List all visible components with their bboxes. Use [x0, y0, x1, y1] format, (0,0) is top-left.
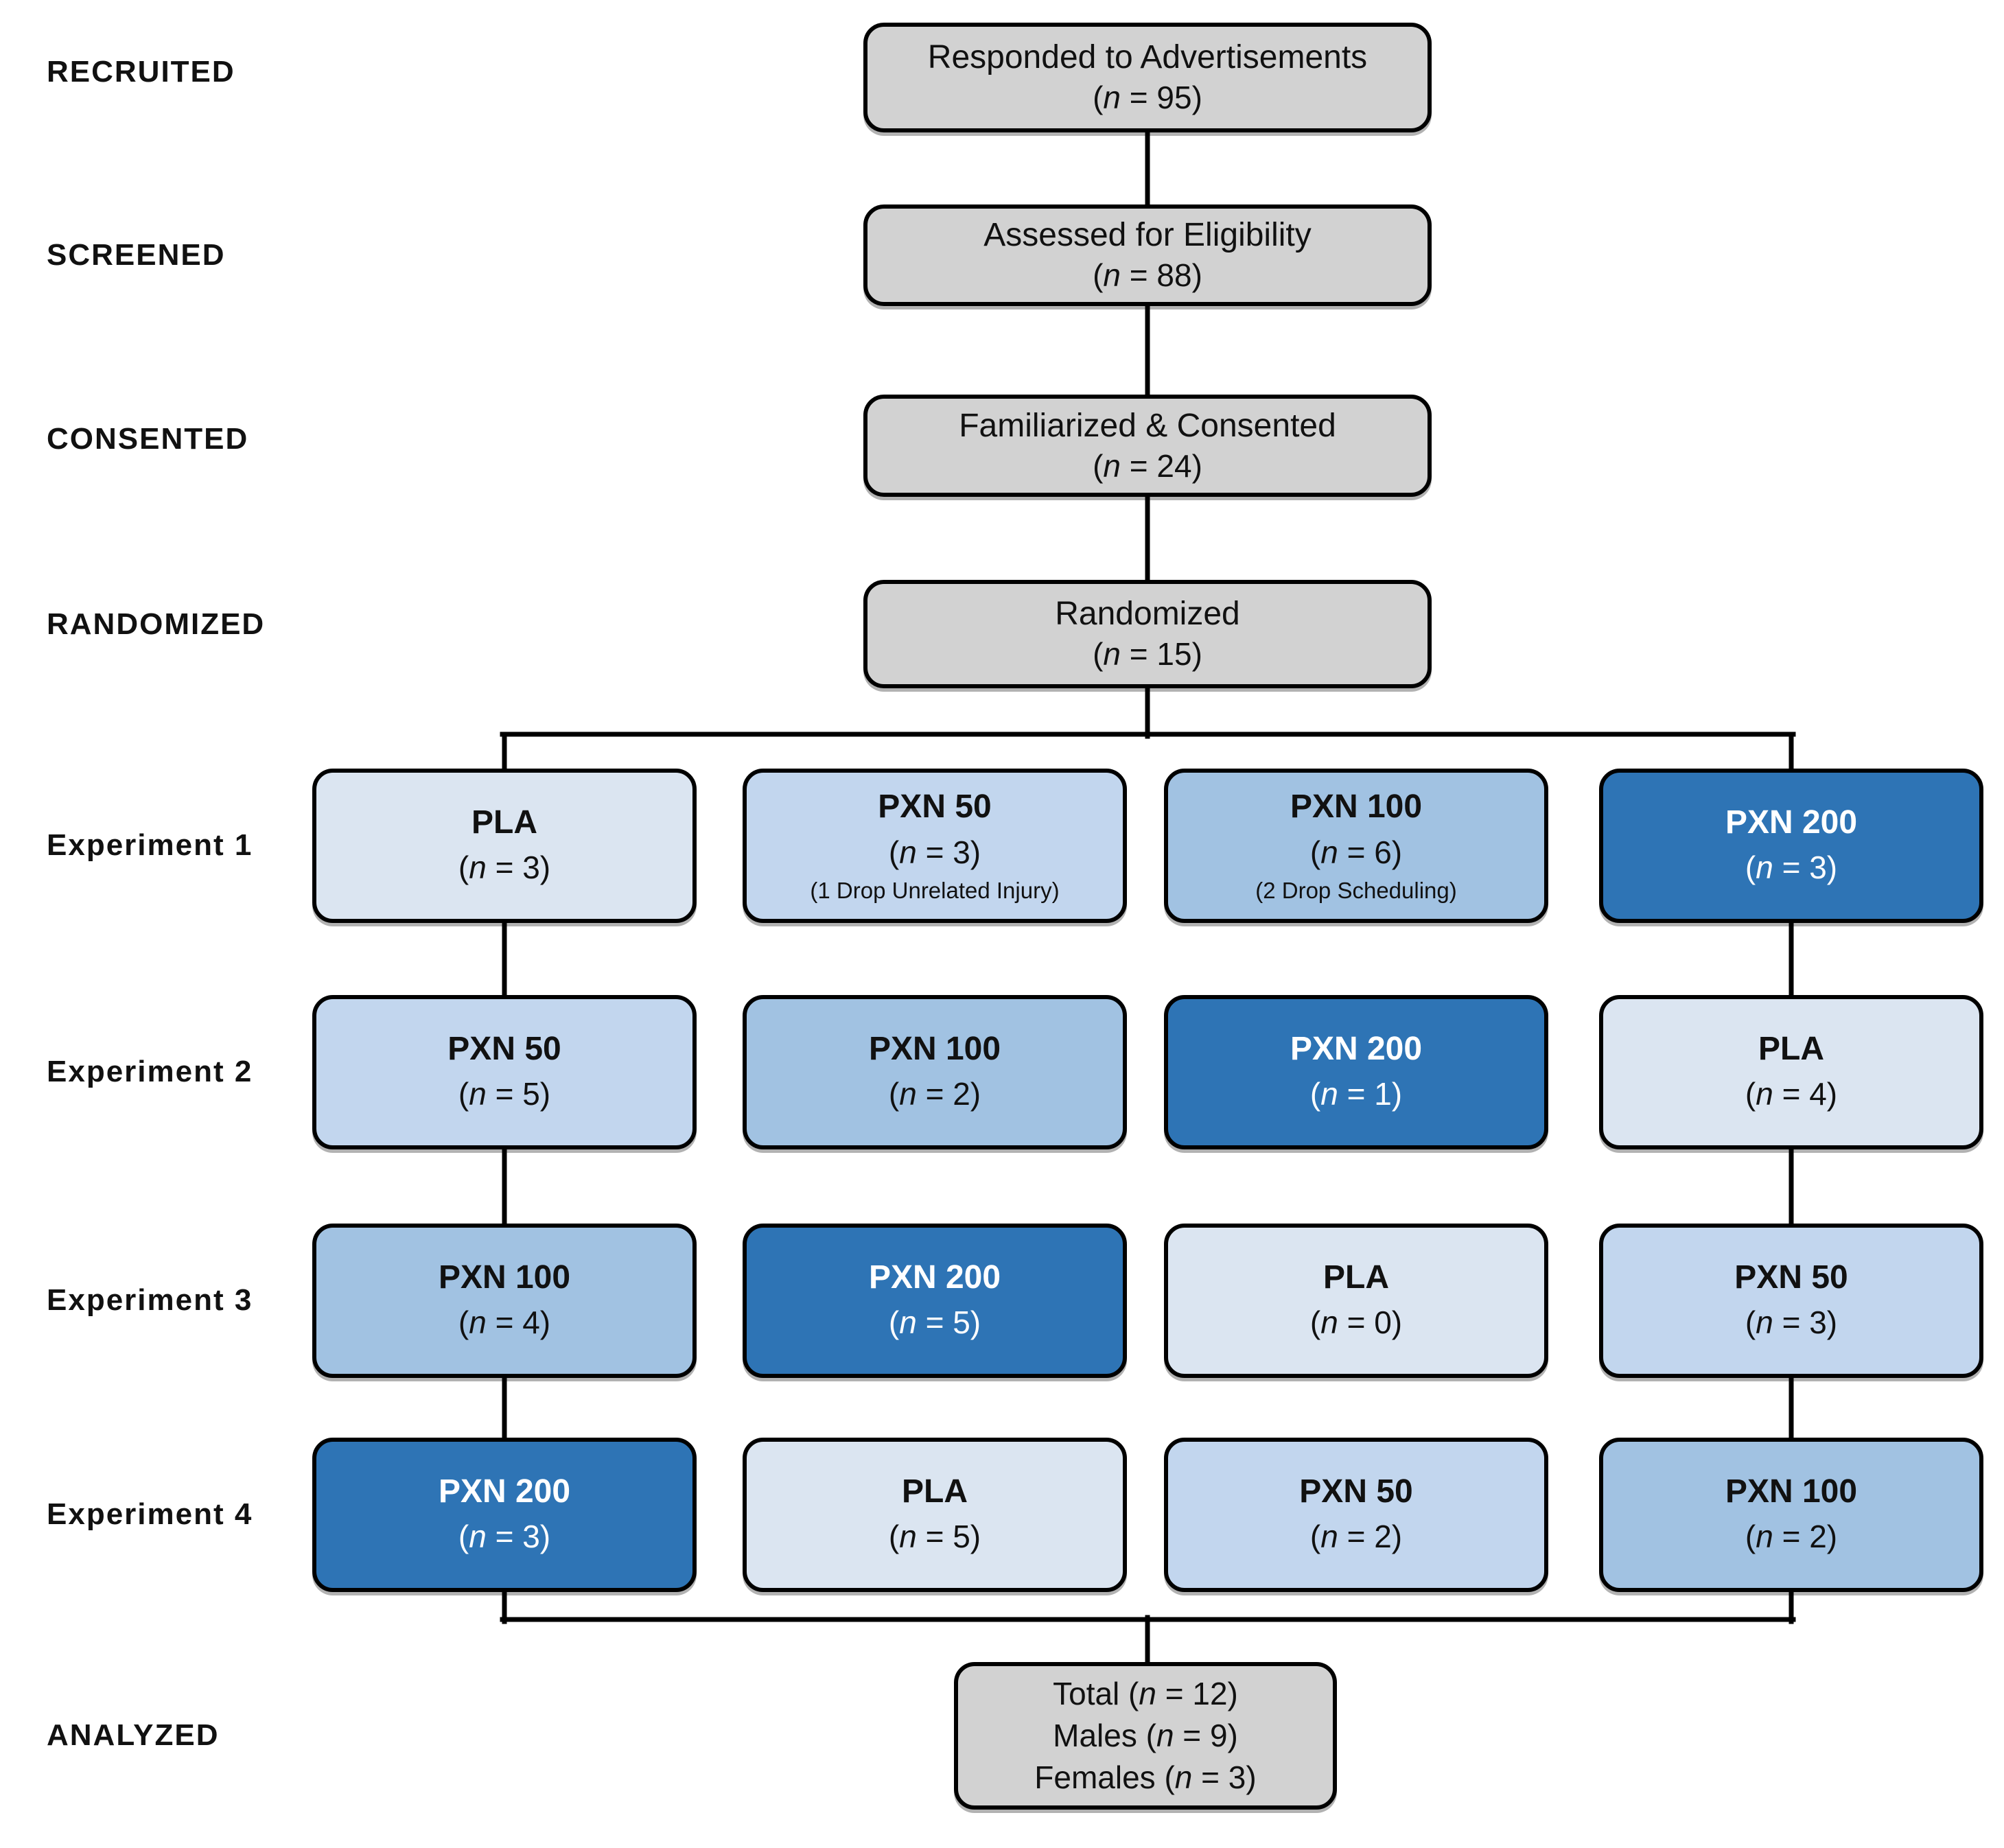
- box-n: (n = 5): [458, 1076, 551, 1112]
- recruited-title: Responded to Advertisements: [927, 39, 1368, 76]
- box-title: PLA: [1758, 1030, 1824, 1067]
- box-n: (n = 5): [888, 1519, 981, 1555]
- box-note: (1 Drop Unrelated Injury): [810, 878, 1060, 904]
- box-title: PXN 100: [1290, 788, 1423, 825]
- stage-label-experiment-3: Experiment 3: [47, 1283, 253, 1317]
- box-title: PXN 50: [878, 788, 992, 825]
- box-n: (n = 4): [458, 1305, 551, 1341]
- consented-n: (n = 24): [1093, 447, 1202, 484]
- randomized-title: Randomized: [1055, 596, 1240, 633]
- consented-box: Familiarized & Consented (n = 24): [863, 395, 1432, 497]
- box-n: (n = 6): [1309, 834, 1403, 870]
- box-n: (n = 2): [888, 1076, 981, 1112]
- box-title: PXN 200: [1290, 1030, 1423, 1067]
- consented-title: Familiarized & Consented: [959, 407, 1336, 444]
- box-title: PLA: [1323, 1259, 1389, 1296]
- box-n: (n = 2): [1309, 1519, 1403, 1555]
- exp2-box-pxn50: PXN 50 (n = 5): [312, 995, 697, 1149]
- box-title: PXN 50: [1299, 1473, 1413, 1510]
- box-n: (n = 3): [458, 1519, 551, 1555]
- screened-title: Assessed for Eligibility: [983, 217, 1312, 254]
- exp2-box-pxn200: PXN 200 (n = 1): [1164, 995, 1548, 1149]
- screened-box: Assessed for Eligibility (n = 88): [863, 204, 1432, 306]
- exp3-box-pxn100: PXN 100 (n = 4): [312, 1224, 697, 1378]
- stage-label-consented: CONSENTED: [47, 422, 249, 456]
- box-n: (n = 1): [1309, 1076, 1403, 1112]
- box-n: (n = 3): [1745, 850, 1838, 886]
- analyzed-females: Females (n = 3): [1034, 1759, 1257, 1795]
- recruited-n: (n = 95): [1093, 80, 1202, 116]
- exp3-box-pxn200: PXN 200 (n = 5): [743, 1224, 1127, 1378]
- analyzed-total: Total (n = 12): [1053, 1676, 1238, 1712]
- exp3-box-pla: PLA (n = 0): [1164, 1224, 1548, 1378]
- box-title: PXN 50: [1734, 1259, 1848, 1296]
- exp4-box-pxn200: PXN 200 (n = 3): [312, 1438, 697, 1592]
- analyzed-males: Males (n = 9): [1053, 1718, 1238, 1754]
- exp3-box-pxn50: PXN 50 (n = 3): [1599, 1224, 1983, 1378]
- box-title: PXN 200: [1725, 804, 1858, 841]
- exp2-box-pla: PLA (n = 4): [1599, 995, 1983, 1149]
- exp1-box-pla: PLA (n = 3): [312, 769, 697, 923]
- box-title: PLA: [471, 804, 537, 841]
- box-n: (n = 5): [888, 1305, 981, 1341]
- box-title: PXN 100: [868, 1030, 1001, 1067]
- box-title: PXN 100: [438, 1259, 571, 1296]
- exp1-box-pxn50: PXN 50 (n = 3) (1 Drop Unrelated Injury): [743, 769, 1127, 923]
- exp1-box-pxn100: PXN 100 (n = 6) (2 Drop Scheduling): [1164, 769, 1548, 923]
- exp1-box-pxn200: PXN 200 (n = 3): [1599, 769, 1983, 923]
- stage-label-recruited: RECRUITED: [47, 55, 235, 89]
- box-n: (n = 3): [888, 834, 981, 870]
- exp4-box-pla: PLA (n = 5): [743, 1438, 1127, 1592]
- box-title: PXN 50: [447, 1030, 561, 1067]
- stage-label-experiment-2: Experiment 2: [47, 1055, 253, 1088]
- analyzed-box: Total (n = 12) Males (n = 9) Females (n …: [954, 1662, 1337, 1810]
- box-n: (n = 2): [1745, 1519, 1838, 1555]
- stage-label-analyzed: ANALYZED: [47, 1718, 220, 1752]
- box-n: (n = 0): [1309, 1305, 1403, 1341]
- exp4-box-pxn50: PXN 50 (n = 2): [1164, 1438, 1548, 1592]
- stage-label-experiment-4: Experiment 4: [47, 1497, 253, 1531]
- stage-label-screened: SCREENED: [47, 238, 226, 272]
- box-title: PXN 100: [1725, 1473, 1858, 1510]
- box-title: PXN 200: [438, 1473, 571, 1510]
- exp4-box-pxn100: PXN 100 (n = 2): [1599, 1438, 1983, 1592]
- recruited-box: Responded to Advertisements (n = 95): [863, 23, 1432, 132]
- stage-label-randomized: RANDOMIZED: [47, 607, 266, 641]
- box-n: (n = 3): [458, 850, 551, 886]
- exp2-box-pxn100: PXN 100 (n = 2): [743, 995, 1127, 1149]
- randomized-n: (n = 15): [1093, 636, 1202, 672]
- screened-n: (n = 88): [1093, 257, 1202, 294]
- box-n: (n = 4): [1745, 1076, 1838, 1112]
- randomized-box: Randomized (n = 15): [863, 580, 1432, 688]
- box-title: PXN 200: [868, 1259, 1001, 1296]
- box-n: (n = 3): [1745, 1305, 1838, 1341]
- box-title: PLA: [902, 1473, 968, 1510]
- box-note: (2 Drop Scheduling): [1255, 878, 1457, 904]
- stage-label-experiment-1: Experiment 1: [47, 828, 253, 862]
